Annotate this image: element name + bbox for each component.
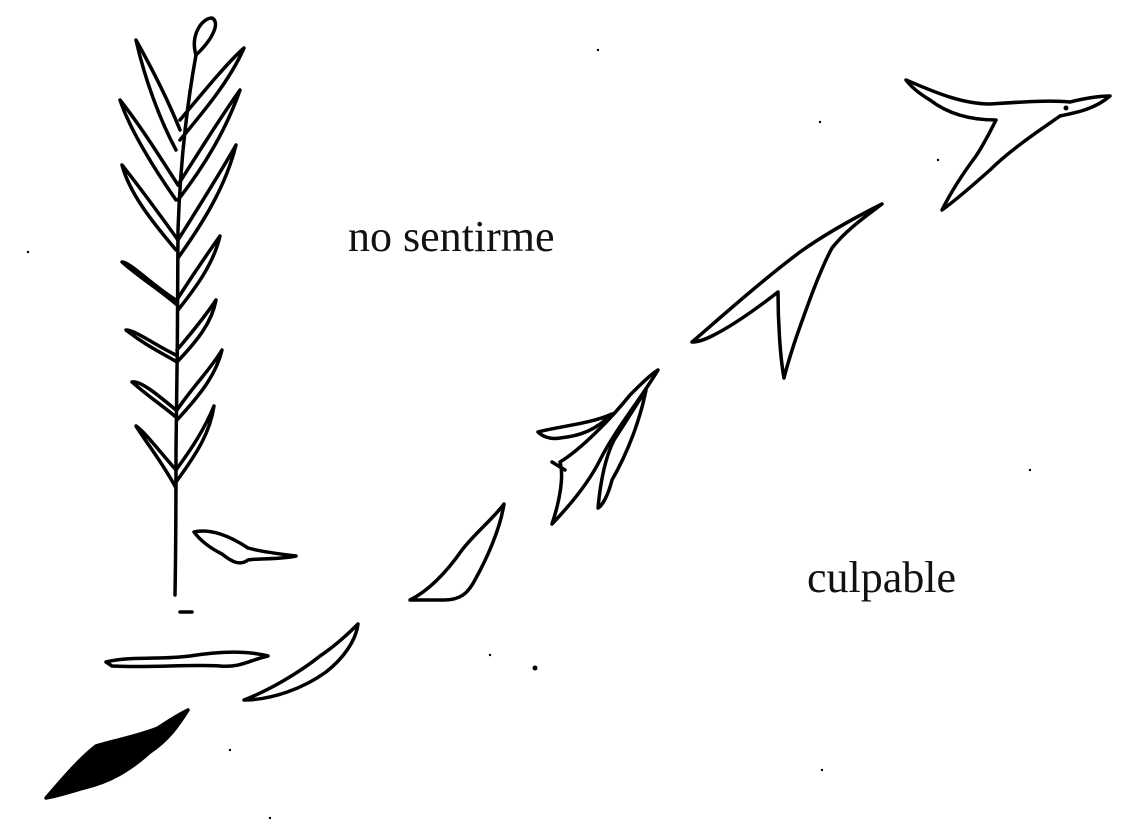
plant-leaf [176, 234, 222, 312]
plant-leaf [124, 328, 179, 364]
plant-leaf [134, 424, 178, 490]
plant-leaf [120, 163, 180, 252]
trail-leaf-4 [690, 202, 884, 380]
plant-leaf [175, 298, 218, 364]
caption-no-sentirme: no sentirme [348, 212, 555, 261]
plant-stalk [118, 16, 246, 597]
plant-leaf [134, 38, 182, 152]
plant-leaf [176, 88, 242, 202]
bird-eye [1063, 105, 1069, 111]
plant-leaf [174, 404, 216, 484]
caption-culpable: culpable [807, 553, 957, 602]
trail-leaf-3 [536, 368, 660, 526]
ink-specks [26, 48, 1032, 820]
trail-leaf-5 [904, 78, 1112, 212]
plant-leaf [175, 348, 224, 422]
plant-leaf [178, 46, 246, 142]
plant-leaf [118, 98, 180, 202]
plant-stem [173, 53, 198, 597]
plant-leaf [176, 143, 238, 260]
plant-leaf [130, 380, 179, 420]
dark-leaf [44, 708, 190, 800]
trail-leaf-2 [408, 502, 506, 602]
ground-leaf [104, 650, 270, 669]
trail-leaf-1 [242, 622, 360, 702]
plant-leaf [120, 260, 179, 307]
leaf-near-stem [192, 529, 298, 565]
plant-tip-leaf [192, 16, 218, 57]
